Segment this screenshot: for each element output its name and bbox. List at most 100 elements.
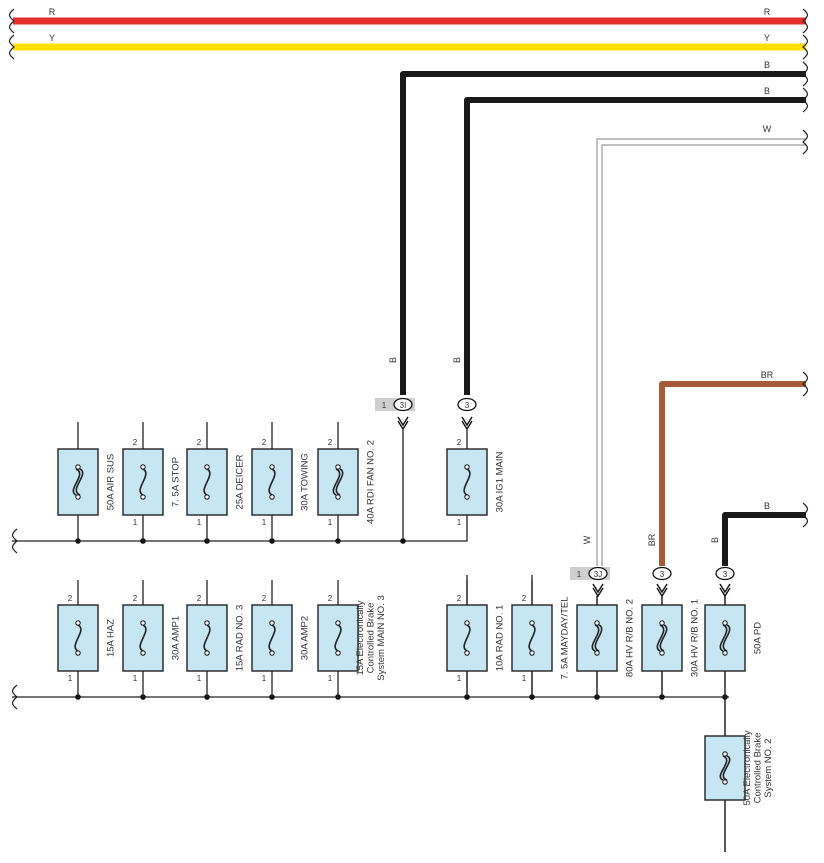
- fuse: 50A ElectronicallyControlled BrakeSystem…: [704, 697, 774, 852]
- fuse-label: 7. 5A STOP: [171, 457, 182, 507]
- fuse-label-line: 40A RDI FAN NO. 2: [366, 440, 377, 524]
- fuse-top-pin: 2: [262, 594, 267, 603]
- fuse-label: 30A AMP1: [171, 616, 182, 660]
- fuse-label-line: 30A AMP1: [171, 616, 182, 660]
- fuse: 50A AIR SUS: [57, 422, 117, 541]
- fuse: 2 1 7. 5A STOP: [122, 422, 182, 541]
- white-wire: W W: [582, 124, 809, 566]
- fuse-label: 15A ElectronicallyControlled BrakeSystem…: [355, 595, 387, 681]
- fuse: 2 1 7. 5A MAYDAY/TEL: [511, 580, 571, 697]
- connector-3J-pin: 1: [577, 570, 582, 579]
- black-wire-3: B B: [710, 501, 809, 566]
- fuse-icon: [139, 620, 147, 656]
- fuse-label: 30A HV R/B NO. 1: [690, 599, 701, 677]
- fuse-label-line: System NO. 2: [763, 738, 774, 797]
- fuse: 2 1 15A HAZ: [57, 580, 117, 697]
- fuse: 2 1 30A AMP1: [122, 580, 182, 697]
- fuse-bottom-pin: 1: [262, 518, 267, 527]
- fuse-label-line: System MAIN NO. 3: [376, 595, 387, 681]
- fuse-bottom-pin: 1: [457, 674, 462, 683]
- wire-label-brown-vertical: BR: [647, 533, 657, 546]
- fuse-label: 30A TOWING: [300, 453, 311, 511]
- fuse-label-line: 30A IG1 MAIN: [495, 452, 506, 513]
- heavy-fuse-icon: [656, 620, 668, 656]
- fuse-label: 30A IG1 MAIN: [495, 452, 506, 513]
- heavy-fuse-icon: [332, 464, 344, 500]
- fuse-top-pin: 2: [133, 594, 138, 603]
- fuse-label-line: 50A PD: [753, 622, 764, 654]
- fuse: 50A PD: [704, 596, 764, 697]
- fuse-label: 10A RAD NO. 1: [495, 605, 506, 672]
- connector-3I-pin: 1: [382, 401, 387, 410]
- black-wire-2: B B: [452, 86, 809, 395]
- fuse-bottom-pin: 1: [133, 518, 138, 527]
- fuse-top-pin: 2: [328, 594, 333, 603]
- fuse-bottom-pin: 1: [522, 674, 527, 683]
- fuse-bottom-pin: 1: [133, 674, 138, 683]
- fuse-icon: [463, 620, 471, 656]
- fuse-top-pin: 2: [522, 594, 527, 603]
- heavy-fuse-icon: [591, 620, 603, 656]
- fuse: 2 1 30A TOWING: [251, 422, 311, 541]
- connector-brown-id: 3: [660, 570, 665, 579]
- red-wire: R R: [8, 7, 809, 34]
- connector-3I: 1 3I: [375, 397, 415, 431]
- wire-label-yellow-right: Y: [764, 33, 770, 43]
- fuse-icon: [139, 464, 147, 500]
- fuse-label-line: Controlled Brake: [366, 603, 377, 674]
- fuse-icon: [528, 620, 536, 656]
- fuse-label: 50A ElectronicallyControlled BrakeSystem…: [742, 730, 774, 805]
- fuse-label: 50A PD: [753, 622, 764, 654]
- fuse-label: 40A RDI FAN NO. 2: [366, 440, 377, 524]
- fuse-icon: [203, 464, 211, 500]
- fuse-bottom-pin: 1: [328, 674, 333, 683]
- wire-label-yellow-left: Y: [49, 33, 55, 43]
- fuse-label: 80A HV R/B NO. 2: [625, 599, 636, 677]
- connector-3J: 1 3J: [570, 566, 610, 598]
- connector-black3-id: 3: [723, 570, 728, 579]
- fuse-label-line: 30A AMP2: [300, 616, 311, 660]
- fuse-label-line: 30A TOWING: [300, 453, 311, 511]
- wire-label-red-right: R: [764, 7, 771, 17]
- fuse-label-line: 15A RAD NO. 3: [235, 605, 246, 672]
- fuse-top-pin: 2: [328, 438, 333, 447]
- wire-label-black1-vertical: B: [388, 357, 398, 363]
- fuse-icon: [334, 620, 342, 656]
- fuse-icon: [203, 620, 211, 656]
- connector-ig1-id: 3: [465, 401, 470, 410]
- heavy-fuse-icon: [719, 751, 731, 785]
- fuse-label-line: 50A AIR SUS: [106, 454, 117, 511]
- heavy-fuse-icon: [719, 620, 731, 656]
- fuse-top-pin: 2: [262, 438, 267, 447]
- upper-bus-bar: [11, 430, 468, 554]
- fuse-label-line: 10A RAD NO. 1: [495, 605, 506, 672]
- connector-ig1-main: 3: [457, 397, 477, 431]
- fuse-label: 7. 5A MAYDAY/TEL: [560, 596, 571, 679]
- fuse-label: 25A DEICER: [235, 454, 246, 509]
- wire-label-brown-right: BR: [761, 370, 774, 380]
- fuse-top-pin: 2: [133, 438, 138, 447]
- fuse-bottom-pin: 1: [68, 674, 73, 683]
- fuse-label: 15A HAZ: [106, 619, 117, 657]
- wire-label-black3-vertical: B: [710, 537, 720, 543]
- connector-brown: 3: [652, 566, 672, 598]
- fuse-icon: [268, 620, 276, 656]
- fuse: 30A HV R/B NO. 1: [641, 596, 701, 697]
- fuse-top-pin: 2: [68, 594, 73, 603]
- fuse-top-pin: 2: [197, 438, 202, 447]
- fuse-label-line: 50A Electronically: [742, 730, 753, 805]
- wire-label-white-vertical: W: [582, 535, 592, 544]
- fuse-label: 15A RAD NO. 3: [235, 605, 246, 672]
- wire-label-red-left: R: [49, 7, 56, 17]
- connector-black3: 3: [715, 566, 735, 598]
- yellow-wire: Y Y: [8, 33, 809, 60]
- wire-label-black2-vertical: B: [452, 357, 462, 363]
- connector-3I-id: 3I: [400, 401, 407, 410]
